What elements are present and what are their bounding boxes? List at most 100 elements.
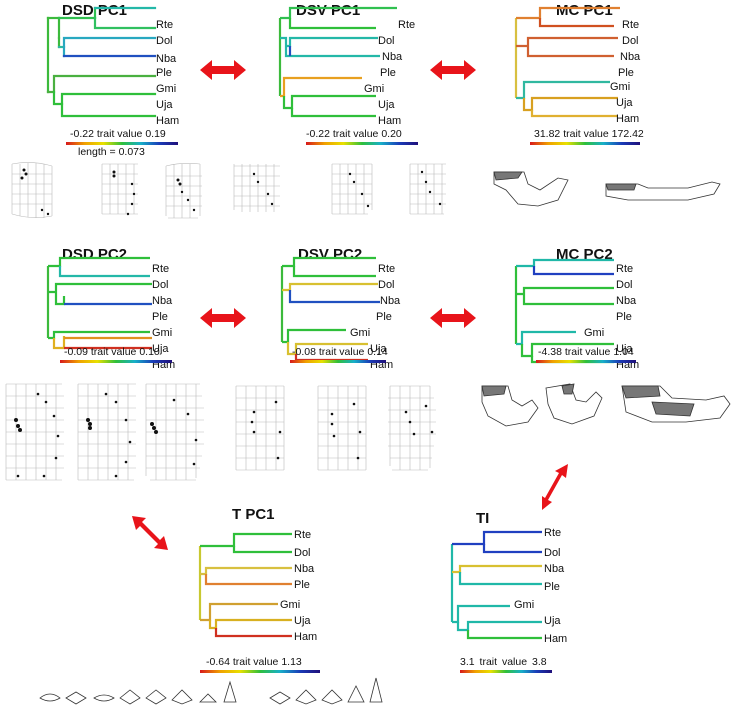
tree-labels: Rte Dol Nba Ple Gmi Uja Ham bbox=[610, 19, 641, 125]
taxon-label: Rte bbox=[544, 527, 561, 539]
colorbar bbox=[536, 360, 636, 363]
taxon-label: Nba bbox=[616, 295, 637, 307]
taxon-label: Gmi bbox=[364, 83, 384, 95]
taxon-label: Rte bbox=[622, 19, 639, 31]
scale-min: -4.38 bbox=[538, 346, 562, 358]
taxon-label: Ple bbox=[616, 311, 632, 323]
colorbar-scale: -0.09 trait value 0.10 bbox=[64, 346, 160, 358]
phylogeny-tree bbox=[450, 530, 542, 640]
taxon-label: Ple bbox=[152, 311, 168, 323]
scale-label: trait value bbox=[564, 346, 611, 358]
taxon-label: Rte bbox=[378, 263, 395, 275]
taxon-label: Gmi bbox=[280, 599, 300, 611]
phylogeny-tree bbox=[198, 532, 292, 638]
taxon-label: Dol bbox=[378, 35, 395, 47]
taxon-label: Rte bbox=[616, 263, 633, 275]
colorbar bbox=[290, 360, 386, 363]
colorbar-scale: -4.38 trait value 1.04 bbox=[538, 346, 634, 358]
deformation-grids-dsv-pc1 bbox=[233, 163, 446, 215]
colorbar-scale: -0.08 trait value 0.14 bbox=[292, 346, 388, 358]
scale-label: trait value bbox=[90, 346, 137, 358]
taxon-label: Ham bbox=[544, 633, 567, 645]
scale-label: trait value bbox=[563, 128, 609, 140]
scale-min: 31.82 bbox=[534, 128, 561, 140]
taxon-label: Ple bbox=[294, 579, 310, 591]
double-arrow-icon bbox=[430, 60, 476, 80]
taxon-label: Nba bbox=[294, 563, 315, 575]
colorbar-scale: -0.64 trait value 1.13 bbox=[206, 656, 302, 668]
taxon-label: Rte bbox=[156, 19, 173, 31]
colorbar bbox=[460, 670, 552, 673]
colorbar-scale: -0.22 trait value 0.20 bbox=[306, 128, 402, 140]
colorbar-scale: 3.1 trait value 3.8 bbox=[460, 656, 547, 668]
taxon-label: Ple bbox=[618, 67, 634, 79]
scale-label: trait value bbox=[318, 346, 365, 358]
deformation-grids-dsd-pc1 bbox=[11, 162, 202, 219]
taxon-label: Uja bbox=[294, 615, 311, 627]
taxon-label: Uja bbox=[544, 615, 561, 627]
double-arrow-icon bbox=[200, 308, 246, 328]
scale-min: -0.64 bbox=[206, 656, 230, 668]
taxon-label: Ple bbox=[380, 67, 396, 79]
taxon-label: Rte bbox=[398, 19, 415, 31]
taxon-label: Ham bbox=[378, 115, 401, 127]
colorbar bbox=[200, 670, 320, 673]
colorbar-scale: -0.22 trait value 0.19 bbox=[70, 128, 166, 140]
taxon-label: Rte bbox=[152, 263, 169, 275]
panel-title: MC PC1 bbox=[556, 2, 613, 19]
scale-min: -0.22 bbox=[70, 128, 94, 140]
colorbar bbox=[66, 142, 178, 145]
panel-title: DSD PC2 bbox=[62, 246, 128, 263]
taxon-label: Gmi bbox=[610, 81, 630, 93]
taxon-label: Dol bbox=[294, 547, 311, 559]
panel-title: DSV PC2 bbox=[298, 246, 363, 263]
panel-title: MC PC2 bbox=[556, 246, 613, 263]
tree-labels: Rte Dol Nba Ple Gmi Uja Ham bbox=[364, 19, 415, 127]
taxon-label: Dol bbox=[152, 279, 169, 291]
colorbar-scale: 31.82 trait value 172.42 bbox=[534, 128, 644, 140]
scale-max: 0.14 bbox=[367, 346, 388, 358]
scale-min: -0.22 bbox=[306, 128, 330, 140]
scale-max: 1.04 bbox=[613, 346, 634, 358]
taxon-label: Nba bbox=[544, 563, 565, 575]
taxon-label: Gmi bbox=[156, 83, 176, 95]
scale-label: trait value bbox=[332, 128, 379, 140]
scale-max: 0.19 bbox=[145, 128, 166, 140]
scale-max: 0.10 bbox=[139, 346, 160, 358]
phylogeny-tree bbox=[278, 6, 397, 118]
scale-max: 1.13 bbox=[281, 656, 302, 668]
double-arrow-icon bbox=[200, 60, 246, 80]
tree-labels: Rte Dol Nba Ple Gmi Uja Ham bbox=[156, 19, 179, 127]
panel-title: T PC1 bbox=[232, 506, 275, 523]
taxon-label: Dol bbox=[616, 279, 633, 291]
scale-label: trait value bbox=[232, 656, 279, 668]
double-arrow-icon bbox=[430, 308, 476, 328]
branch-length-label: length = 0.073 bbox=[78, 146, 145, 158]
phylogeny-tree bbox=[514, 6, 620, 118]
scale-max: 172.42 bbox=[611, 128, 644, 140]
taxon-label: Uja bbox=[370, 343, 387, 355]
taxon-label: Uja bbox=[616, 343, 633, 355]
phylogeny-tree bbox=[280, 256, 380, 362]
taxon-label: Rte bbox=[294, 529, 311, 541]
taxon-label: Nba bbox=[152, 295, 173, 307]
tree-labels: Rte Dol Nba Ple Gmi Uja Ham bbox=[280, 529, 317, 643]
taxon-label: Nba bbox=[156, 53, 177, 65]
double-arrow-icon bbox=[542, 464, 568, 510]
scale-max: 3.8 bbox=[531, 656, 547, 668]
taxon-label: Uja bbox=[616, 97, 633, 109]
taxon-label: Nba bbox=[382, 51, 403, 63]
deformation-grids-dsd-pc2 bbox=[5, 383, 204, 481]
taxon-label: Uja bbox=[152, 343, 169, 355]
taxon-label: Dol bbox=[378, 279, 395, 291]
scale-label: trait value bbox=[479, 656, 528, 668]
panel-title: DSV PC1 bbox=[296, 2, 361, 19]
colorbar bbox=[60, 360, 172, 363]
colorbar bbox=[306, 142, 418, 145]
mandible-shapes-mc-pc2 bbox=[481, 383, 731, 427]
colorbar bbox=[530, 142, 640, 145]
taxon-label: Ple bbox=[544, 581, 560, 593]
taxon-label: Ham bbox=[616, 113, 639, 125]
taxon-label: Gmi bbox=[514, 599, 534, 611]
taxon-label: Nba bbox=[620, 51, 641, 63]
